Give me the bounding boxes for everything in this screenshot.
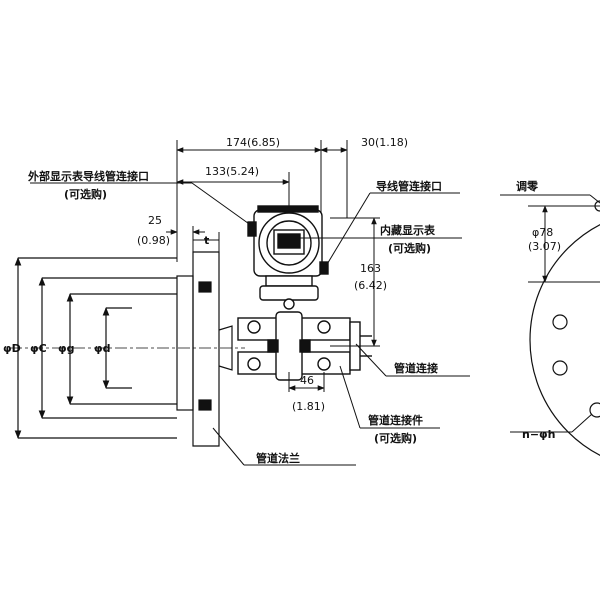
label-pipe-fitting: 管道连接件 (368, 413, 423, 427)
flange-neck (218, 325, 233, 371)
flange-bolt-top (198, 281, 212, 293)
sym-t: t (204, 234, 209, 247)
flange-bolt-bottom (198, 399, 212, 411)
dim-174-text: 174(6.85) (226, 136, 280, 149)
label-pipe-connection: 管道连接 (394, 361, 438, 375)
leader-conduit (325, 192, 371, 267)
bolt-ur (317, 320, 331, 334)
label-builtin-display: 内藏显示表 (380, 223, 436, 237)
dim-163-text: 163 (360, 262, 381, 275)
dim-46in-text: (1.81) (292, 400, 325, 413)
leader-lines (30, 182, 470, 466)
flange-ring (192, 251, 220, 447)
seal-left (267, 339, 279, 353)
sym-D: φD (3, 342, 21, 355)
capsule-center (275, 311, 303, 381)
bolt-hole-left-upper (552, 314, 568, 330)
side-dimensions (288, 217, 380, 392)
label-zero-adjust: 调零 (516, 179, 539, 193)
bolt-hole-left-lower (552, 360, 568, 376)
leader-flange (212, 427, 245, 466)
sym-d: φd (94, 342, 110, 355)
conduit-port-right (319, 261, 329, 275)
leader-nh (571, 413, 593, 433)
dim-163in-text: (6.42) (354, 279, 387, 292)
sym-g: φg (58, 342, 74, 355)
label-ext-display-conduit: 外部显示表导线管连接口 (27, 169, 149, 183)
bolt-hole-bottom (589, 402, 600, 418)
end-view-flange-outline (529, 224, 600, 456)
seal-right (299, 339, 311, 353)
label-ext-display-optional: (可选购) (64, 187, 107, 201)
pipe-flange-view (10, 251, 245, 447)
bolt-ul (247, 320, 261, 334)
sym-nh: n−φh (522, 428, 555, 441)
dim-46-text: 46 (300, 374, 314, 387)
label-conduit-connection: 导线管连接口 (376, 179, 442, 193)
label-pipe-fitting-optional: (可选购) (374, 431, 417, 445)
leader-pipe-fitting (339, 365, 361, 429)
label-builtin-optional: (可选购) (388, 241, 431, 255)
display-lcd (277, 233, 301, 249)
dim-78-text: φ78 (532, 226, 553, 239)
leader-pipe-conn (355, 343, 387, 377)
dim-30-text: 30(1.18) (361, 136, 408, 149)
bolt-ll (247, 357, 261, 371)
housing-base (259, 285, 319, 301)
label-pipe-flange: 管道法兰 (256, 451, 300, 465)
dim-25-text: 25 (148, 214, 162, 227)
flange-plate (176, 275, 194, 411)
leader-ext-display (191, 182, 253, 227)
mount-bolt (283, 298, 295, 310)
end-view (500, 194, 600, 456)
housing-neck (265, 275, 313, 287)
dim-78in-text: (3.07) (528, 240, 561, 253)
dim-133-text: 133(5.24) (205, 165, 259, 178)
dim-25in-text: (0.98) (137, 234, 170, 247)
sym-C: φC (30, 342, 47, 355)
transmitter-body (237, 205, 372, 381)
bolt-lr (317, 357, 331, 371)
conduit-port-left (247, 221, 257, 237)
housing-top-cap (257, 205, 319, 213)
